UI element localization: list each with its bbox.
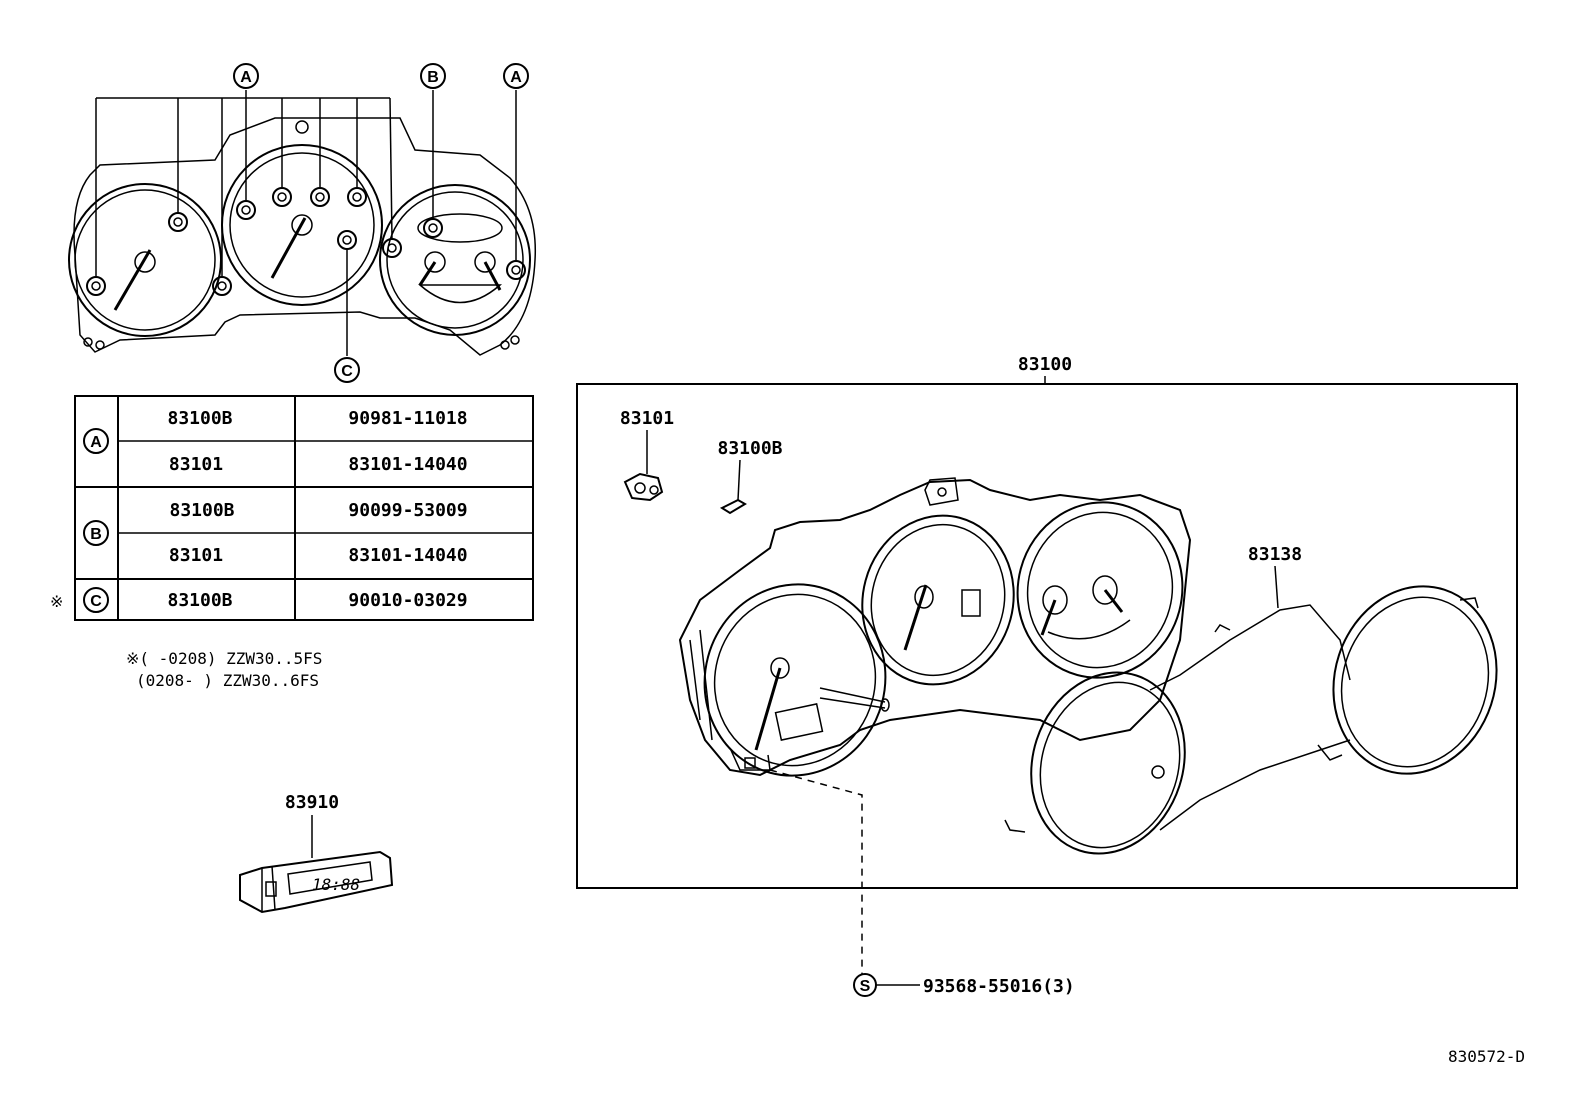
table-cell-number: 83101-14040: [348, 545, 467, 566]
part-label-83100b: 83100B: [717, 438, 782, 459]
table-group-b: B: [90, 526, 102, 543]
clock-display-text: 18:88: [312, 875, 360, 894]
table-cell-part: 83101: [169, 545, 223, 566]
callout-a-left-label: A: [240, 69, 252, 86]
main-assembly: 83100 83101 83100B: [576, 354, 1518, 889]
table-cell-number: 90981-11018: [348, 408, 467, 429]
callout-b-label: B: [427, 69, 439, 86]
callout-a-right: [503, 63, 529, 89]
part-label-83138: 83138: [1248, 544, 1302, 565]
table-cell-number: 83101-14040: [348, 454, 467, 475]
part-label-screw: 93568-55016(3): [923, 976, 1075, 997]
part-label-83101: 83101: [620, 408, 674, 429]
model-note-1: ※( -0208) ZZW30..5FS: [126, 649, 322, 668]
screw-callout: S 93568-55016(3): [769, 769, 1075, 997]
figure-code: 830572-D: [1448, 1047, 1525, 1066]
callout-a-left: [233, 63, 259, 89]
table-group-a: A: [90, 434, 102, 451]
table-cell-part: 83100B: [167, 590, 232, 611]
callout-c: [334, 357, 360, 383]
parts-table: A B C ※ 83100B 90981-11018 83101 83101-1…: [50, 395, 534, 621]
table-cell-part: 83100B: [169, 500, 234, 521]
callout-a-right-label: A: [510, 69, 522, 86]
table-note-mark: ※: [50, 592, 63, 611]
callout-s-label: S: [860, 978, 871, 995]
callout-c-label: C: [341, 363, 353, 380]
callout-b: [420, 63, 446, 89]
model-note-2: (0208- ) ZZW30..6FS: [136, 671, 319, 690]
table-cell-part: 83100B: [167, 408, 232, 429]
cluster-front-view: A B A C: [68, 63, 537, 383]
part-label-83910: 83910: [285, 792, 339, 813]
part-label-83100: 83100: [1018, 354, 1072, 375]
clock-assembly: 83910 18:88: [239, 792, 394, 914]
table-group-c: C: [90, 593, 102, 610]
table-cell-part: 83101: [169, 454, 223, 475]
table-cell-number: 90010-03029: [348, 590, 467, 611]
table-cell-number: 90099-53009: [348, 500, 467, 521]
